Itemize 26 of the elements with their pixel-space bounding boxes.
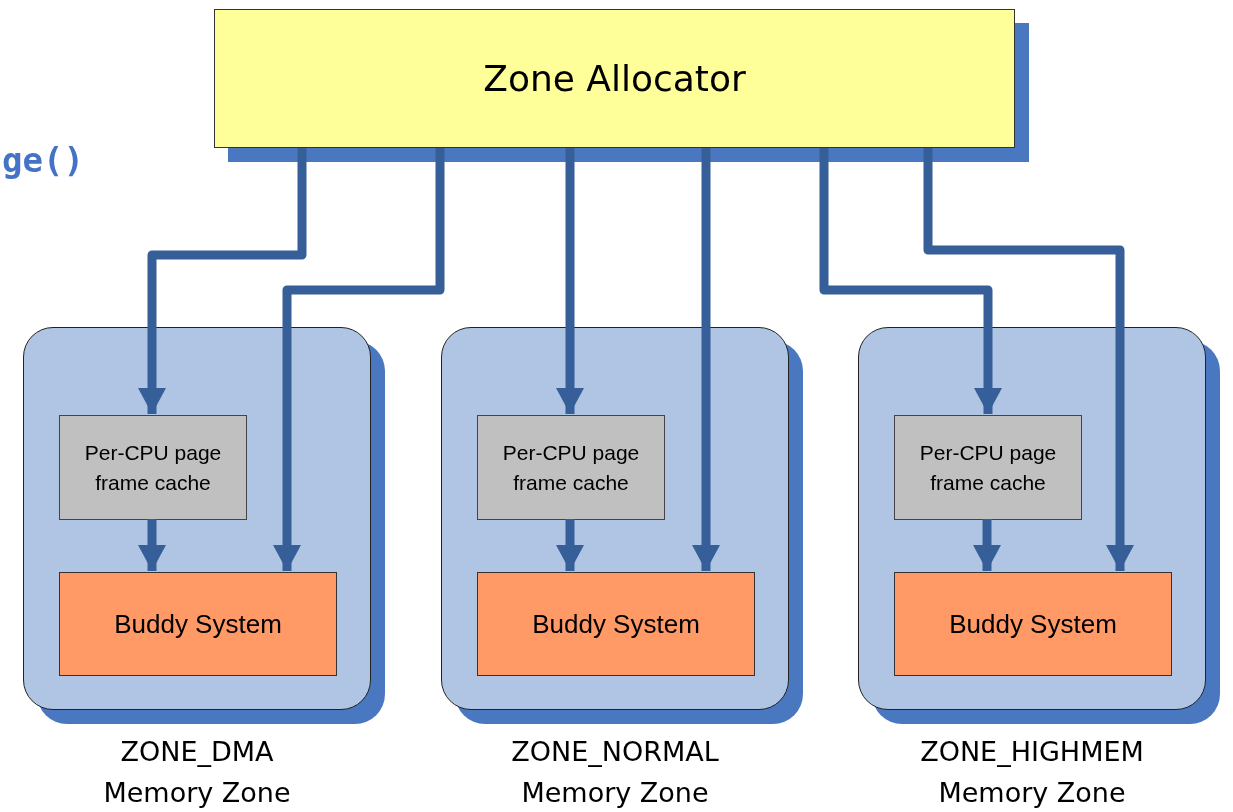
buddy-system-box bbox=[477, 572, 755, 676]
buddy-system-box bbox=[59, 572, 337, 676]
cache-box bbox=[477, 415, 665, 520]
arrow bbox=[556, 519, 584, 571]
box-label: Per-CPU page frame cache bbox=[501, 439, 641, 496]
zone-label: ZONE_HIGHMEM Memory Zone bbox=[919, 735, 1145, 810]
zone-label: ZONE_DMA Memory Zone bbox=[102, 735, 292, 810]
arrow bbox=[556, 148, 584, 414]
box-label: Zone Allocator bbox=[483, 58, 746, 99]
box-label: Buddy System bbox=[532, 608, 700, 640]
arrow bbox=[273, 148, 445, 571]
box-label: Buddy System bbox=[114, 608, 282, 640]
box-label: Per-CPU page frame cache bbox=[83, 439, 223, 496]
zone-label: ZONE_NORMAL Memory Zone bbox=[510, 735, 720, 810]
cache-box bbox=[894, 415, 1082, 520]
arrow bbox=[138, 148, 307, 414]
function-name-fragment: ge() bbox=[2, 140, 84, 180]
cache-box bbox=[59, 415, 247, 520]
arrow bbox=[923, 148, 1134, 571]
arrow bbox=[973, 519, 1001, 571]
arrow bbox=[138, 519, 166, 571]
buddy-system-box bbox=[894, 572, 1172, 676]
arrow bbox=[819, 148, 1002, 414]
arrow bbox=[692, 148, 720, 571]
box-label: Per-CPU page frame cache bbox=[918, 439, 1058, 496]
box-label: Buddy System bbox=[949, 608, 1117, 640]
